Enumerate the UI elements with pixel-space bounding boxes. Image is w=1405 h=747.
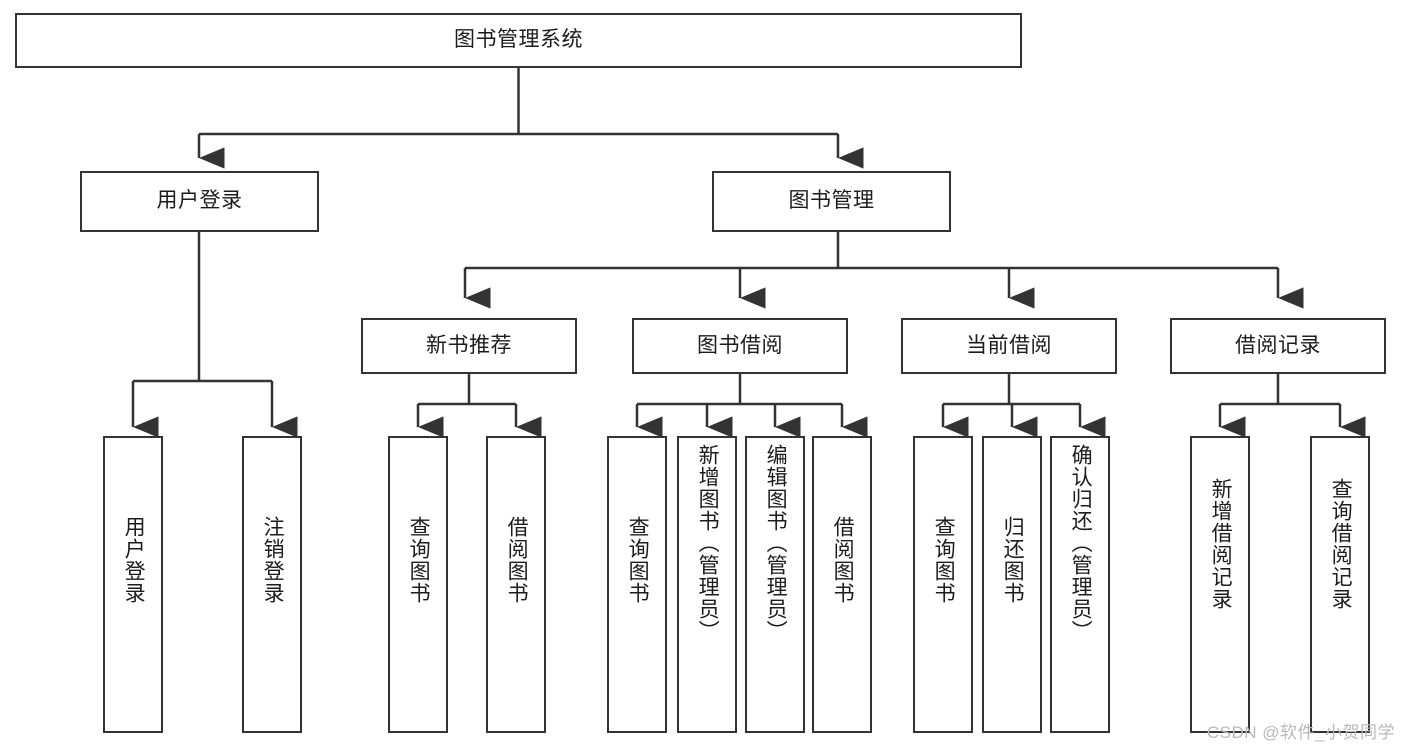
leaf-logout-login[interactable]: 注销登录 (242, 436, 302, 733)
node-new-book-recommend[interactable]: 新书推荐 (361, 318, 577, 374)
node-book-manage-label: 图书管理 (788, 189, 875, 213)
leaf-return-book-label: 归还图书 (1001, 516, 1025, 604)
leaf-query-record-label: 查询借阅记录 (1329, 478, 1353, 610)
node-current-borrow[interactable]: 当前借阅 (901, 318, 1117, 374)
node-root-system[interactable]: 图书管理系统 (15, 13, 1022, 68)
leaf-add-book-label: 新增图书（管理员） (696, 444, 720, 642)
node-book-manage[interactable]: 图书管理 (712, 171, 951, 232)
node-new-book-recommend-label: 新书推荐 (426, 333, 512, 357)
leaf-query-book-3-label: 查询图书 (932, 516, 956, 604)
leaf-query-book-1[interactable]: 查询图书 (388, 436, 448, 733)
node-user-login[interactable]: 用户登录 (80, 171, 319, 232)
leaf-add-book[interactable]: 新增图书（管理员） (677, 436, 737, 733)
leaf-logout-login-label: 注销登录 (261, 516, 285, 604)
leaf-return-book[interactable]: 归还图书 (982, 436, 1042, 733)
leaf-confirm-return-label: 确认归还（管理员） (1069, 444, 1093, 642)
leaf-query-book-2[interactable]: 查询图书 (607, 436, 667, 733)
node-borrow-record-label: 借阅记录 (1235, 333, 1321, 357)
node-book-borrow[interactable]: 图书借阅 (632, 318, 848, 374)
leaf-add-record-label: 新增借阅记录 (1209, 478, 1233, 610)
csdn-watermark: CSDN @软件_小贺同学 (1206, 723, 1395, 742)
leaf-borrow-book-1[interactable]: 借阅图书 (486, 436, 546, 733)
node-root-label: 图书管理系统 (454, 28, 583, 52)
leaf-borrow-book-2-label: 借阅图书 (831, 516, 855, 604)
node-book-borrow-label: 图书借阅 (697, 333, 783, 357)
leaf-user-login[interactable]: 用户登录 (103, 436, 163, 733)
leaf-query-book-3[interactable]: 查询图书 (913, 436, 973, 733)
node-borrow-record[interactable]: 借阅记录 (1170, 318, 1386, 374)
node-current-borrow-label: 当前借阅 (966, 333, 1052, 357)
leaf-borrow-book-1-label: 借阅图书 (505, 516, 529, 604)
leaf-query-book-1-label: 查询图书 (407, 516, 431, 604)
leaf-query-record[interactable]: 查询借阅记录 (1310, 436, 1370, 733)
leaf-query-book-2-label: 查询图书 (626, 516, 650, 604)
node-user-login-label: 用户登录 (156, 189, 243, 213)
leaf-edit-book[interactable]: 编辑图书（管理员） (745, 436, 805, 733)
leaf-confirm-return[interactable]: 确认归还（管理员） (1050, 436, 1110, 733)
leaf-add-record[interactable]: 新增借阅记录 (1190, 436, 1250, 733)
leaf-borrow-book-2[interactable]: 借阅图书 (812, 436, 872, 733)
leaf-edit-book-label: 编辑图书（管理员） (764, 444, 788, 642)
leaf-user-login-label: 用户登录 (122, 516, 146, 604)
